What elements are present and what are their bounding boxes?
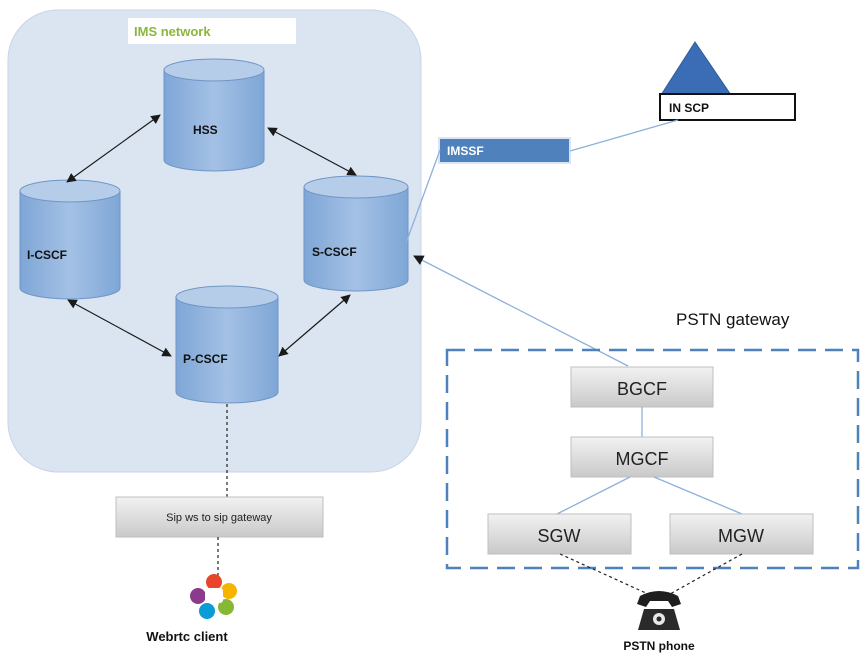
bgcf-box: [570, 366, 714, 408]
arrow-hss-icscf: [66, 114, 161, 183]
arrow-hss-scscf: [267, 127, 357, 176]
sgw-label: SGW: [538, 526, 581, 546]
webrtc-logo-icon: [190, 574, 237, 619]
bgcf-label: BGCF: [617, 379, 667, 399]
link-bgcf-scscf: [413, 255, 629, 367]
icscf-node: I-CSCF: [19, 179, 121, 300]
imssf-label: IMSSF: [447, 144, 484, 158]
link-imssf-inscp: [569, 119, 679, 152]
webrtc-client-label: Webrtc client: [146, 629, 228, 644]
mgcf-label: MGCF: [616, 449, 669, 469]
mgw-label: MGW: [718, 526, 764, 546]
mgcf-box: [570, 436, 714, 478]
scscf-node: S-CSCF: [303, 175, 409, 292]
in-scp-box: [659, 93, 796, 121]
arrow-icscf-pcscf: [67, 299, 172, 357]
pstn-gateway-boundary: [445, 348, 860, 570]
link-mgcf-sgw: [556, 476, 631, 515]
in-scp-label: IN SCP: [669, 101, 709, 115]
sip-gateway-box: [115, 496, 324, 538]
pstn-gateway-title: PSTN gateway: [676, 310, 790, 329]
link-mgcf-mgw: [653, 476, 743, 515]
pcscf-node: P-CSCF: [175, 285, 279, 404]
hss-node: HSS: [163, 58, 265, 172]
hss-label: HSS: [193, 123, 218, 137]
sip-gateway-label: Sip ws to sip gateway: [166, 512, 272, 524]
icscf-label: I-CSCF: [27, 248, 67, 262]
scscf-label: S-CSCF: [312, 245, 357, 259]
ims-network-title-box: [128, 18, 296, 44]
dotted-sgw-phone: [559, 553, 649, 595]
dotted-mgw-phone: [669, 553, 743, 595]
arrow-scscf-pcscf: [278, 294, 351, 357]
ims-network-title: IMS network: [134, 24, 211, 39]
pcscf-label: P-CSCF: [183, 352, 228, 366]
in-scp-triangle: [660, 41, 732, 96]
pstn-phone-label: PSTN phone: [623, 639, 695, 653]
link-scscf-imssf: [405, 149, 441, 244]
telephone-icon: [637, 591, 681, 630]
mgw-box: [669, 513, 814, 555]
sgw-box: [487, 513, 632, 555]
